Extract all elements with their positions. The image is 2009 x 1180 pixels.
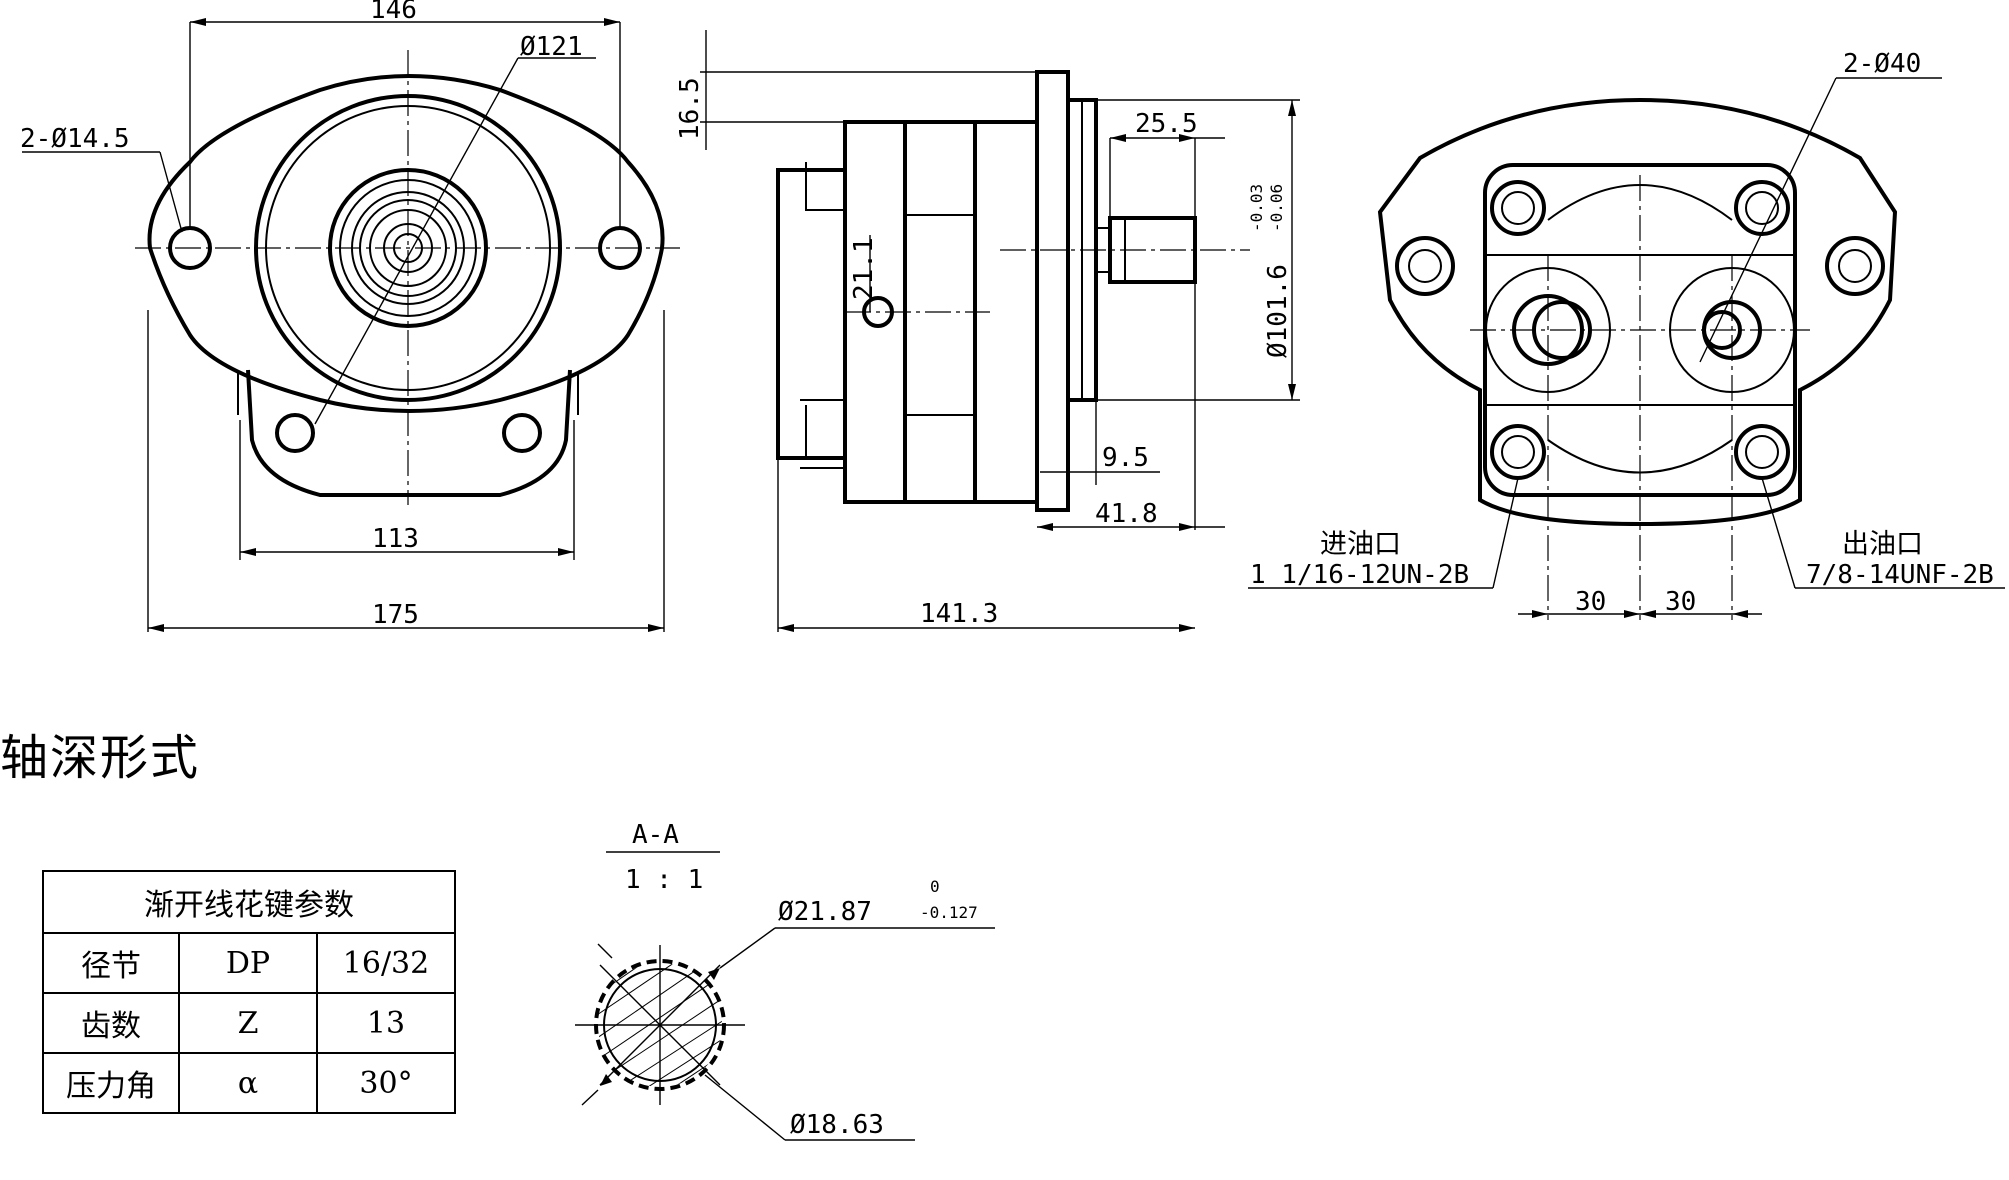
dim-21-1: 21.1 [849, 237, 879, 300]
table-row: 压力角 α 30° [42, 1052, 456, 1114]
param-value: 16/32 [316, 932, 456, 994]
dim-9-5: 9.5 [1102, 443, 1149, 473]
param-symbol: DP [178, 932, 318, 994]
rear-view [1248, 77, 2005, 620]
outlet-label: 出油口 [1842, 529, 1923, 560]
dim-offset-right: 30 [1665, 587, 1696, 617]
section-title: 轴深形式 [0, 730, 201, 786]
dim-pilot-tol-lower: -0.06 [1267, 184, 1286, 232]
dim-175: 175 [372, 600, 419, 630]
inlet-label: 进油口 [1320, 529, 1401, 560]
dim-pilot-tol-upper: -0.03 [1247, 184, 1266, 232]
dim-minor-dia: Ø18.63 [790, 1110, 884, 1140]
dim-146: 146 [370, 0, 417, 25]
param-name: 压力角 [42, 1052, 180, 1114]
side-view [700, 30, 1300, 632]
dim-major-tol-lower: -0.127 [920, 903, 978, 922]
front-flange-outline [147, 74, 665, 413]
dim-offset-left: 30 [1575, 587, 1606, 617]
dim-41-8: 41.8 [1095, 499, 1158, 529]
dim-pilot-diameter: Ø121 [520, 32, 583, 62]
param-value: 30° [316, 1052, 456, 1114]
param-name: 齿数 [42, 992, 180, 1054]
section-scale: 1 : 1 [625, 865, 703, 895]
table-row: 径节 DP 16/32 [42, 932, 456, 994]
dim-25-5: 25.5 [1135, 109, 1198, 139]
dim-major-tol-upper: 0 [930, 877, 940, 896]
param-name: 径节 [42, 932, 180, 994]
dim-major-dia: Ø21.87 [778, 897, 872, 927]
table-row: 齿数 Z 13 [42, 992, 456, 1054]
outlet-thread: 7/8-14UNF-2B [1806, 560, 1994, 590]
dim-mount-holes: 2-Ø14.5 [20, 124, 130, 154]
dim-113: 113 [372, 524, 419, 554]
inlet-thread: 1 1/16-12UN-2B [1250, 560, 1469, 590]
dim-port-holes: 2-Ø40 [1843, 49, 1921, 79]
spline-parameter-table: 渐开线花键参数 径节 DP 16/32 齿数 Z 13 压力角 α 30° [42, 870, 456, 1114]
front-lower-body [246, 369, 572, 497]
param-symbol: Z [178, 992, 318, 1054]
param-symbol: α [178, 1052, 318, 1114]
dim-pilot-dia: Ø101.6 [1263, 264, 1293, 358]
spline-table-title: 渐开线花键参数 [42, 870, 456, 934]
section-label: A-A [632, 820, 679, 850]
dim-141-3: 141.3 [920, 599, 998, 629]
param-value: 13 [316, 992, 456, 1054]
front-view [22, 18, 680, 632]
spline-section [575, 851, 995, 1141]
dim-16-5: 16.5 [675, 77, 705, 140]
